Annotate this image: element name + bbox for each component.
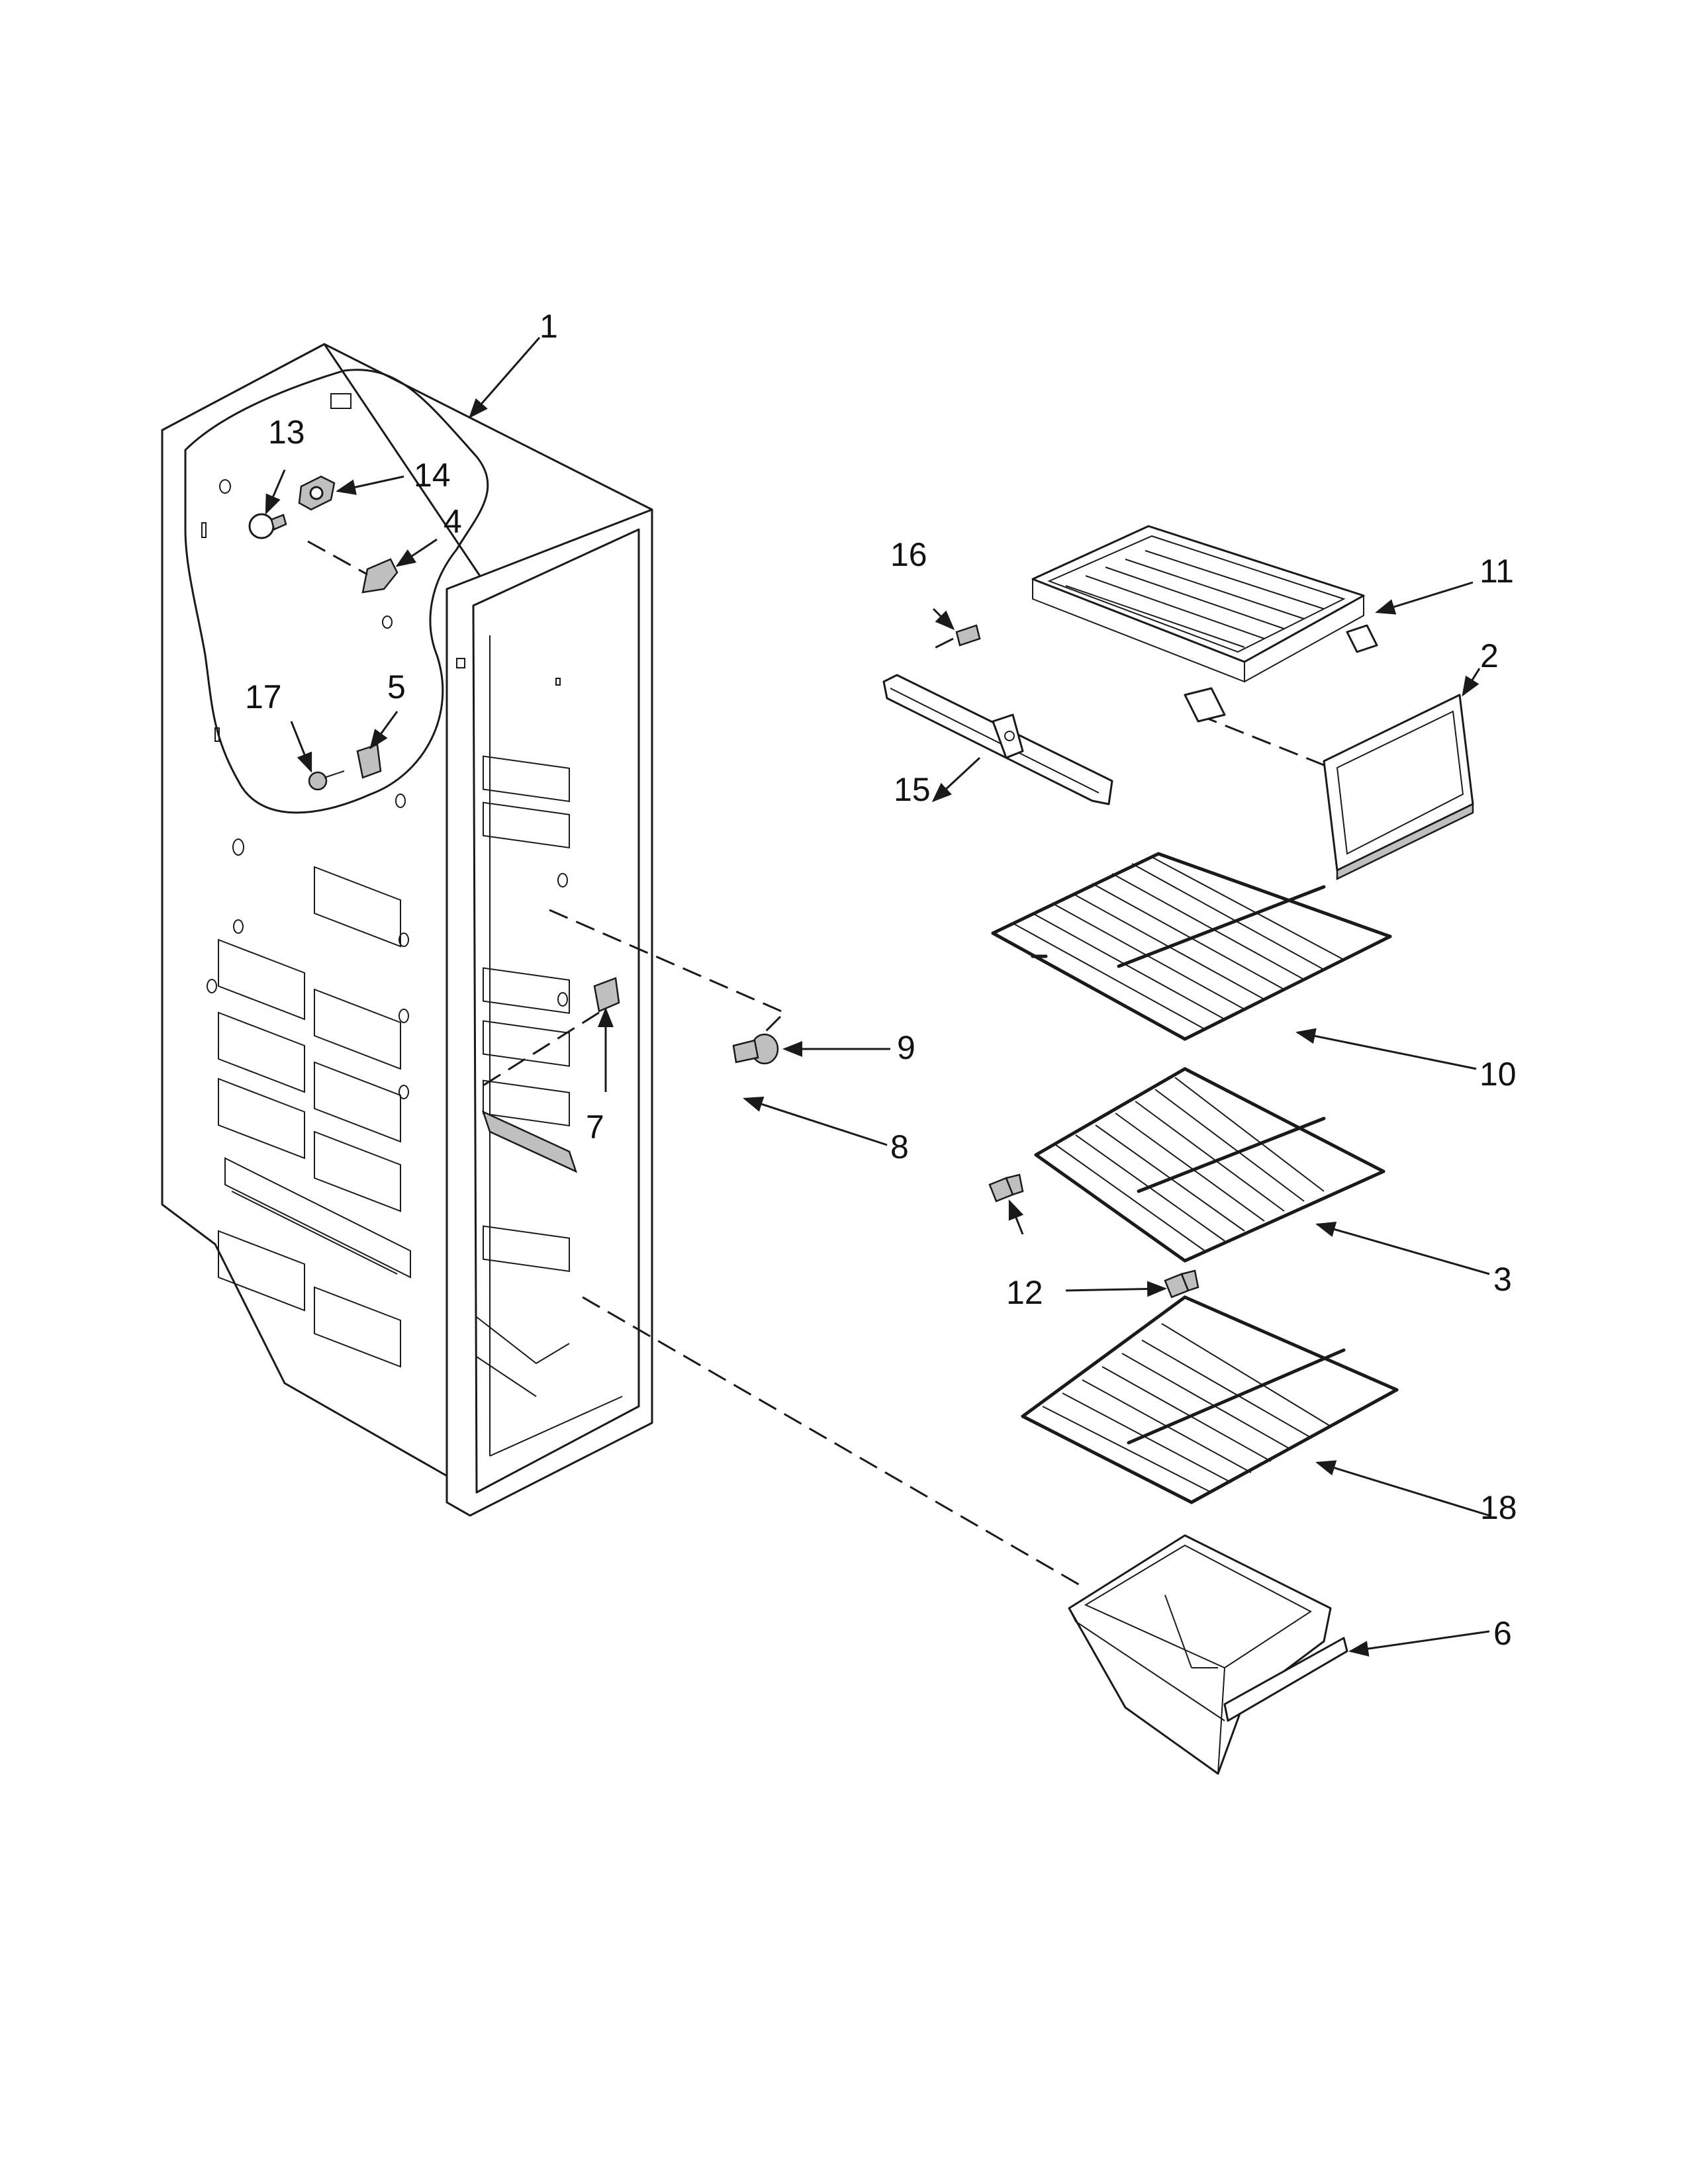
callout-7: 7: [586, 1109, 604, 1146]
callout-14: 14: [414, 457, 451, 494]
callout-5: 5: [387, 668, 406, 705]
sliding-shelf: [1031, 525, 1378, 723]
clip: [361, 558, 399, 594]
screw: [308, 770, 345, 791]
side-vents: [218, 866, 411, 1368]
light-bulb: [248, 513, 287, 539]
callout-4: 4: [444, 503, 462, 540]
callout-9: 9: [897, 1029, 915, 1066]
callout-10: 10: [1479, 1056, 1517, 1093]
callout-16: 16: [890, 536, 927, 573]
bracket: [356, 743, 382, 779]
freezer-liner: [161, 343, 653, 1517]
screw-16: [933, 624, 981, 650]
callout-2: 2: [1480, 637, 1499, 674]
freezer-bin: [1068, 1534, 1348, 1775]
wire-shelf-18: [1021, 1295, 1399, 1504]
light-socket: [298, 475, 336, 511]
callout-12: 12: [1006, 1274, 1043, 1311]
support-bracket: [882, 674, 1113, 805]
callout-15: 15: [894, 771, 931, 808]
callout-17: 17: [245, 678, 282, 715]
wire-shelf-10: [991, 852, 1392, 1041]
shelf-stud-12b: [1164, 1269, 1199, 1298]
shelf-stud: [732, 1033, 779, 1065]
shelf-stud-12a: [988, 1173, 1024, 1203]
callout-8: 8: [890, 1128, 909, 1165]
shelf-support-7: [593, 977, 620, 1013]
wire-shelf-3: [1034, 1067, 1385, 1263]
callout-labels: 1 2 3 4 5 6 7 8 9 10 11 12 13 14 15 16 1…: [245, 308, 1517, 1652]
callout-13: 13: [268, 414, 305, 451]
callout-18: 18: [1480, 1489, 1517, 1526]
callout-3: 3: [1493, 1261, 1512, 1298]
leader-lines: [265, 337, 1490, 1657]
callout-11: 11: [1479, 553, 1514, 590]
shelf-frame: [1323, 694, 1474, 881]
callout-6: 6: [1493, 1615, 1512, 1652]
callout-1: 1: [539, 308, 558, 345]
